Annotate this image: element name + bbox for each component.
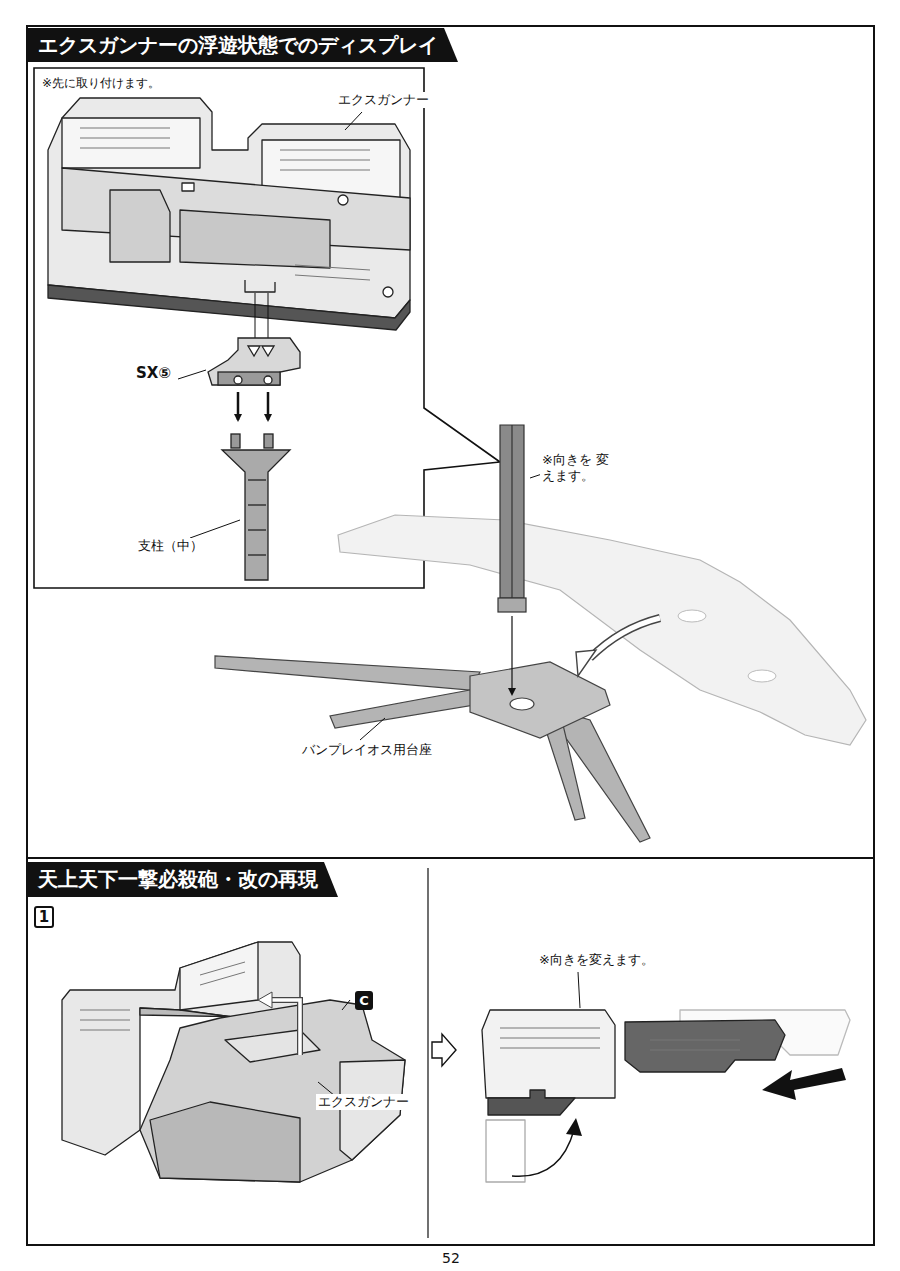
step-number: 1 <box>34 906 54 928</box>
part-badge: C <box>355 991 373 1010</box>
part-label: 支柱（中） <box>136 538 205 554</box>
node-outline <box>28 862 338 897</box>
section-header: 天上天下一撃必殺砲・改の再現 <box>28 862 338 897</box>
page-number: 52 <box>440 1250 462 1268</box>
label-text: 1 <box>34 906 54 928</box>
note-text: ※向きを 変えます。 <box>540 452 616 485</box>
node-outline <box>35 907 53 927</box>
section-header: エクスガンナーの浮遊状態でのディスプレイ <box>28 28 458 62</box>
part-label: エクスガンナー <box>316 1094 411 1110</box>
part-label: バンプレイオス用台座 <box>300 742 434 758</box>
node-outline <box>28 28 458 62</box>
part-label: エクスガンナー <box>336 92 431 108</box>
label-text: C <box>355 991 373 1010</box>
node-outline <box>355 991 373 1010</box>
note-text: ※向きを変えます。 <box>537 952 656 968</box>
part-label: SX⑤ <box>134 364 173 383</box>
header-text: エクスガンナーの浮遊状態でのディスプレイ <box>28 28 438 62</box>
header-text: 天上天下一撃必殺砲・改の再現 <box>28 862 318 897</box>
note-text: ※先に取り付けます。 <box>40 76 162 91</box>
